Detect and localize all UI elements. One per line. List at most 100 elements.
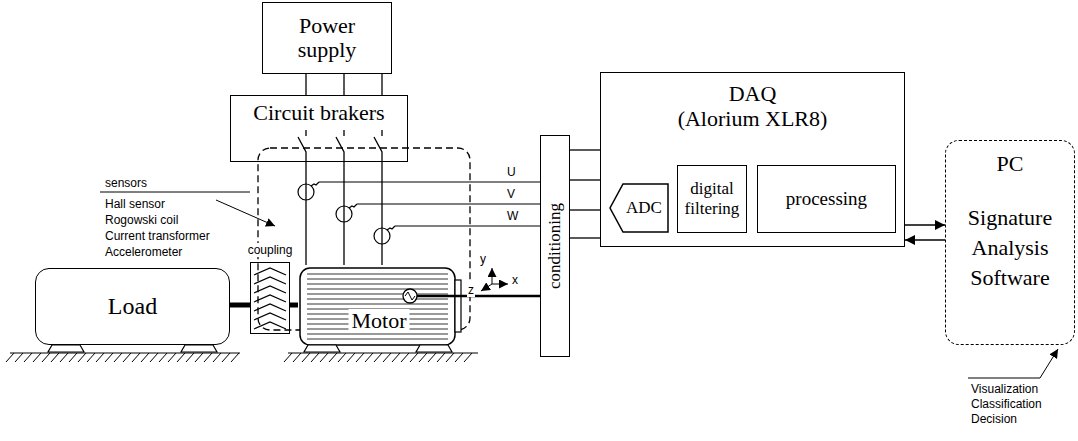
conditioning-box: conditioning [540,135,570,357]
node-text: Circuit brakers [231,100,407,125]
cooling-fin [307,299,448,300]
coupling-teeth [254,268,286,329]
shaft [230,303,250,308]
ground-hatch [392,353,400,362]
pc-box: PCSignature Analysis Software [945,140,1075,345]
signal-line [570,209,600,210]
ground-hatch [446,353,454,362]
daq-box: DAQ(Alorium XLR8)ADCdigital filteringpro… [600,72,905,247]
motor-drawing [300,268,461,352]
ground-hatch [15,353,23,362]
ground-hatch [213,353,221,362]
ground-hatch [383,353,391,362]
coupling-box: coupling [250,262,290,334]
ground-hatch [6,353,14,362]
annotation-label: U [506,165,517,179]
annotation-label: W [506,209,519,223]
data-arrow [905,224,945,225]
ground-hatch [195,353,203,362]
node-text: DAQ [601,81,904,106]
shaft [290,303,298,308]
annotation-label: sensors [104,176,148,190]
filter-block: digital filtering [677,165,747,233]
motor-wire [305,162,306,265]
ground-hatch [60,353,68,362]
data-arrow [905,239,945,240]
ground-hatch [410,353,418,362]
motor-wire [343,162,344,265]
node-text: coupling [247,243,294,257]
annotation-label: V [506,187,516,201]
load-box: Load [35,268,230,345]
ground-hatch [374,353,382,362]
power-line [381,74,382,95]
node-text: Motor [349,309,410,333]
ground-hatch [329,353,337,362]
annotation-label: Visualization [970,382,1039,396]
signal-line [570,179,600,180]
node-text: processing [786,188,867,210]
ground-hatch [455,353,463,362]
cooling-fin [307,334,448,335]
ground-hatch [87,353,95,362]
breaker-switches [298,130,382,162]
ground-hatch [150,353,158,362]
ground-hatch [320,353,328,362]
axes [481,268,508,291]
ground-hatch [419,353,427,362]
ground-hatch [177,353,185,362]
motor-wire [381,162,382,265]
annotation-label: Hall sensor [104,197,166,211]
annotation-label: Accelerometer [104,245,183,259]
ground-hatch [437,353,445,362]
ground-hatch [105,353,113,362]
annotation-label: z [467,283,475,297]
ground [6,353,478,362]
ground-hatch [69,353,77,362]
power-line [305,74,306,95]
signal-line [570,149,600,150]
ground-hatch [428,353,436,362]
annotation-label: Decision [970,412,1018,426]
node-text: conditioning [545,203,565,289]
node-text: PC [946,151,1074,177]
leader-arrow [216,200,275,226]
coupling-tooth [254,295,286,302]
coupling-tooth [254,268,286,275]
coupling-tooth [254,322,286,329]
node-text: digital filtering [678,179,746,218]
current-sensors [298,182,540,244]
ground-hatch [204,353,212,362]
ground-hatch [347,353,355,362]
cooling-fin [307,274,448,275]
ground-hatch [464,353,472,362]
ground-hatch [96,353,104,362]
ground-hatch [356,353,364,362]
ground-hatch [51,353,59,362]
annotation-label: y [479,252,487,266]
cooling-fin [307,289,448,290]
adc-block: ADC [609,183,669,233]
cooling-fin [307,279,448,280]
ground-hatch [24,353,32,362]
ground-hatch [114,353,122,362]
ground-hatch [141,353,149,362]
load-feet [48,345,217,352]
motor: Motor [298,265,460,347]
ground-hatch [222,353,230,362]
coupling-tooth [254,286,286,293]
annotation-label: Classification [970,397,1043,411]
node-text: Power supply [273,14,381,62]
annotation-label: Rogowski coil [104,213,179,227]
cooling-fin [307,284,448,285]
node-text: ADC [626,198,662,218]
power-line [343,74,344,95]
ground-hatch [168,353,176,362]
ground-hatch [231,353,239,362]
ground-hatch [311,353,319,362]
ground-hatch [338,353,346,362]
coupling-tooth [254,313,286,320]
ground-hatch [293,353,301,362]
cooling-fin [307,339,448,340]
circuit-breaker-box: Circuit brakers [230,95,408,162]
